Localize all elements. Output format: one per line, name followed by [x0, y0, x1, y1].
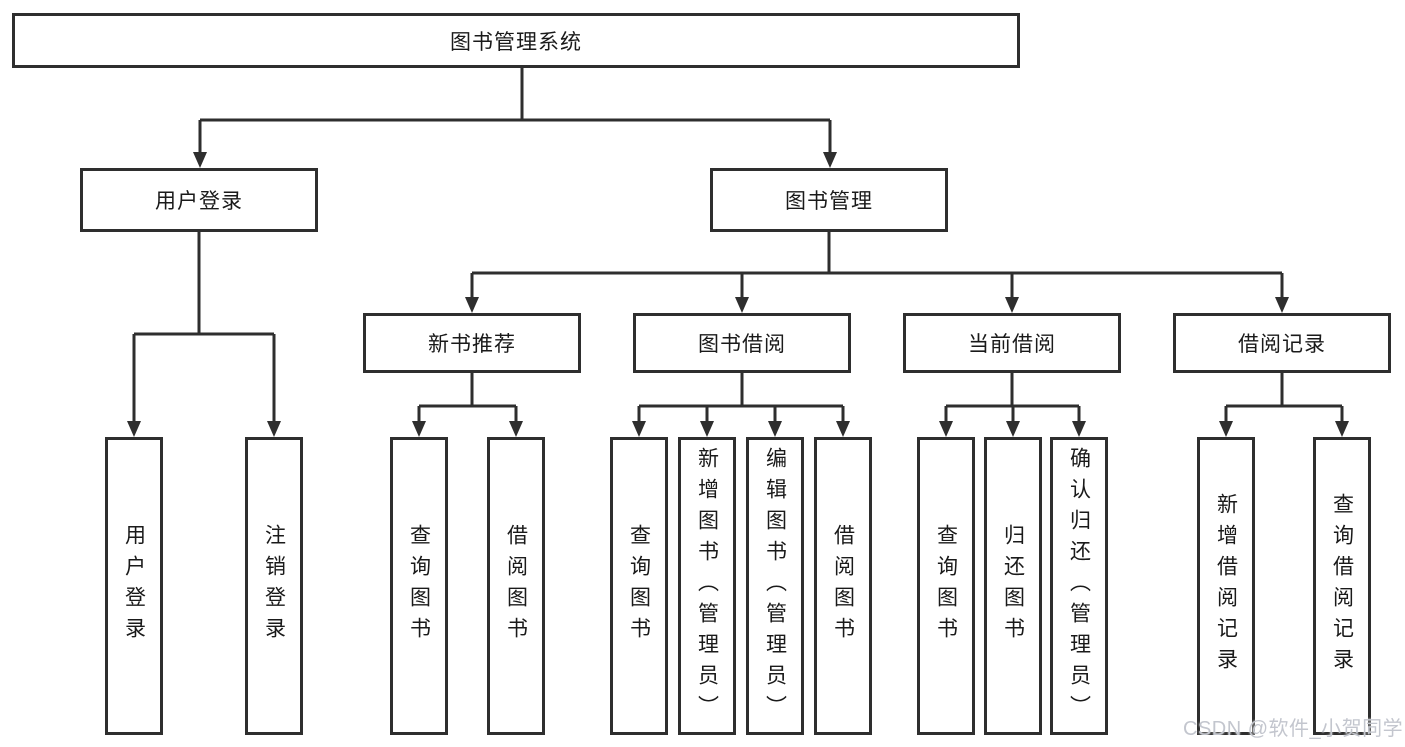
leaf-borrow-books-recommend: 借阅图书 — [487, 437, 545, 735]
node-user-login: 用户登录 — [80, 168, 318, 232]
leaf-add-borrow-record: 新增借阅记录 — [1197, 437, 1255, 735]
leaf-logout: 注销登录 — [245, 437, 303, 735]
node-current-borrow: 当前借阅 — [903, 313, 1121, 373]
leaf-add-book-admin: 新增图书（管理员） — [678, 437, 736, 735]
node-book-borrow: 图书借阅 — [633, 313, 851, 373]
node-borrow-records: 借阅记录 — [1173, 313, 1391, 373]
leaf-borrow-books: 借阅图书 — [814, 437, 872, 735]
leaf-confirm-return-admin: 确认归还（管理员） — [1050, 437, 1108, 735]
leaf-query-borrow-record: 查询借阅记录 — [1313, 437, 1371, 735]
node-new-book-recommend: 新书推荐 — [363, 313, 581, 373]
watermark: CSDN @软件_小贺同学 — [1183, 718, 1404, 740]
leaf-edit-book-admin: 编辑图书（管理员） — [746, 437, 804, 735]
leaf-return-book: 归还图书 — [984, 437, 1042, 735]
node-root: 图书管理系统 — [12, 13, 1020, 68]
node-book-management: 图书管理 — [710, 168, 948, 232]
leaf-query-books-recommend: 查询图书 — [390, 437, 448, 735]
leaf-query-books-current: 查询图书 — [917, 437, 975, 735]
leaf-query-books-borrow: 查询图书 — [610, 437, 668, 735]
leaf-user-login: 用户登录 — [105, 437, 163, 735]
